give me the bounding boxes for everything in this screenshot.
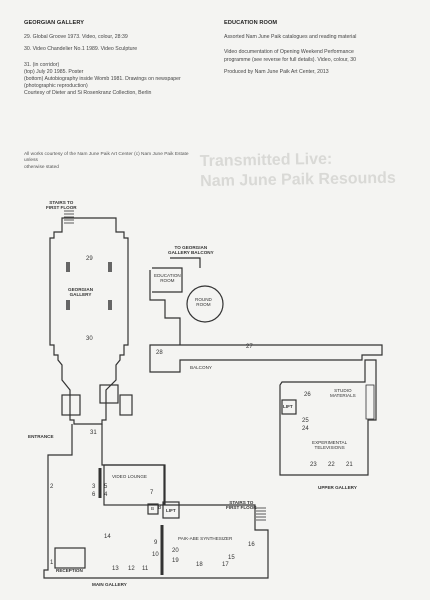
stairs-bottom-label: STAIRS TO FIRST FLOOR [226,500,257,511]
number-21: 21 [346,462,353,468]
education-item-1: Assorted Nam June Paik catalogues and re… [224,34,357,41]
number-6: 6 [92,492,96,498]
number-5: 5 [104,484,108,490]
education-room-box [152,267,183,293]
number-31: 31 [90,430,97,436]
upper-gallery-label: UPPER GALLERY [318,485,357,490]
entrance-label: ENTRANCE [28,434,54,439]
lift-main [162,501,180,519]
number-27: 27 [246,344,253,350]
main-gallery-label: MAIN GALLERY [92,582,127,587]
number-3: 3 [92,484,96,490]
education-room-label: EDUCATION ROOM [154,273,181,284]
experimental-televisions-label: EXPERIMENTAL TELEVISIONS [312,440,348,451]
georgian-gallery-text: GEORGIAN GALLERY 29. Global Groove 1973.… [24,20,214,98]
lift-upper [281,399,297,415]
stairs-top [64,210,74,224]
education-room-text: EDUCATION ROOM Assorted Nam June Paik ca… [224,20,414,76]
round-room-wall [186,285,224,323]
number-1: 1 [50,560,54,566]
paik-abe-synthesizer-label: PAIK-ABE SYNTHESIZER [178,536,233,541]
lift-main-label: LIFT [166,508,176,513]
video-lounge [103,464,165,506]
number-12: 12 [128,566,135,572]
screen-marker [66,262,70,272]
number-20: 20 [172,548,179,554]
studio-materials-stairs [365,384,375,420]
toilet-accessible [99,384,119,404]
work-31-top: (top) July 20 1985. Poster [24,68,84,75]
stairs-bottom [256,507,266,521]
toilet-right [119,394,133,416]
number-11: 11 [142,566,149,572]
number-29: 29 [86,256,93,262]
balcony-top-wall [170,257,201,268]
number-4: 4 [104,492,108,498]
number-15: 15 [228,555,235,561]
number-14: 14 [104,534,111,540]
number-26: 26 [304,392,311,398]
work-30: 30. Video Chandelier No.1 1989. Video Sc… [24,46,138,53]
work-31-bottom-note: (photographic reproduction) [24,83,88,90]
number-17: 17 [222,562,229,568]
number-24: 24 [302,426,309,432]
round-room-label: ROUND ROOM [195,297,212,308]
toilet-left [61,394,81,416]
education-room-heading: EDUCATION ROOM [224,20,278,26]
screen-marker [66,300,70,310]
studio-materials-label: STUDIO MATERIALS [330,388,356,399]
work-31-courtesy: Courtesy of Dieter and Si Rosenkranz Col… [24,90,152,97]
balcony-corridor [149,344,383,373]
education-item-2a: Video documentation of Opening Weekend P… [224,49,354,56]
number-28: 28 [156,350,163,356]
number-9: 9 [154,540,158,546]
number-8: 8 [158,505,162,511]
work-29: 29. Global Groove 1973. Video, colour, 2… [24,34,128,41]
education-producer: Produced by Nam June Paik Art Center, 20… [224,68,329,75]
screen-marker [108,262,112,272]
video-lounge-label: VIDEO LOUNGE [112,474,147,479]
reception [54,547,86,569]
balcony-label: BALCONY [190,365,212,370]
upper-gallery-wall [279,359,377,476]
education-item-2b: programme (see reverse for full details)… [224,56,356,63]
number-16: 16 [248,542,255,548]
number-2: 2 [50,484,54,490]
georgian-gallery-label: GEORGIAN GALLERY [68,287,94,298]
education-room-wall [149,270,181,345]
box-b [147,503,159,515]
number-10: 10 [152,552,159,558]
reception-label: RECEPTION [56,568,83,573]
number-7: 7 [150,490,154,496]
main-gallery-wall [43,424,269,579]
georgian-gallery-wall [49,217,129,425]
lift-upper-label: LIFT [283,404,293,409]
to-georgian-balcony-label: TO GEORGIAN GALLERY BALCONY [168,245,214,256]
number-23: 23 [310,462,317,468]
work-31-bottom: (bottom) Autobiography inside Womb 1981.… [24,76,181,83]
stairs-top-label: STAIRS TO FIRST FLOOR [46,200,77,211]
number-30: 30 [86,336,93,342]
number-19: 19 [172,558,179,564]
screen-marker [108,300,112,310]
work-31: 31. (in corridor) [24,61,60,68]
courtesy-note: All works courtesy of the Nam June Paik … [24,152,189,170]
number-22: 22 [328,462,335,468]
georgian-gallery-heading: GEORGIAN GALLERY [24,20,85,26]
number-13: 13 [112,566,119,572]
number-18: 18 [196,562,203,568]
box-b-label: B [151,506,155,511]
number-25: 25 [302,418,309,424]
